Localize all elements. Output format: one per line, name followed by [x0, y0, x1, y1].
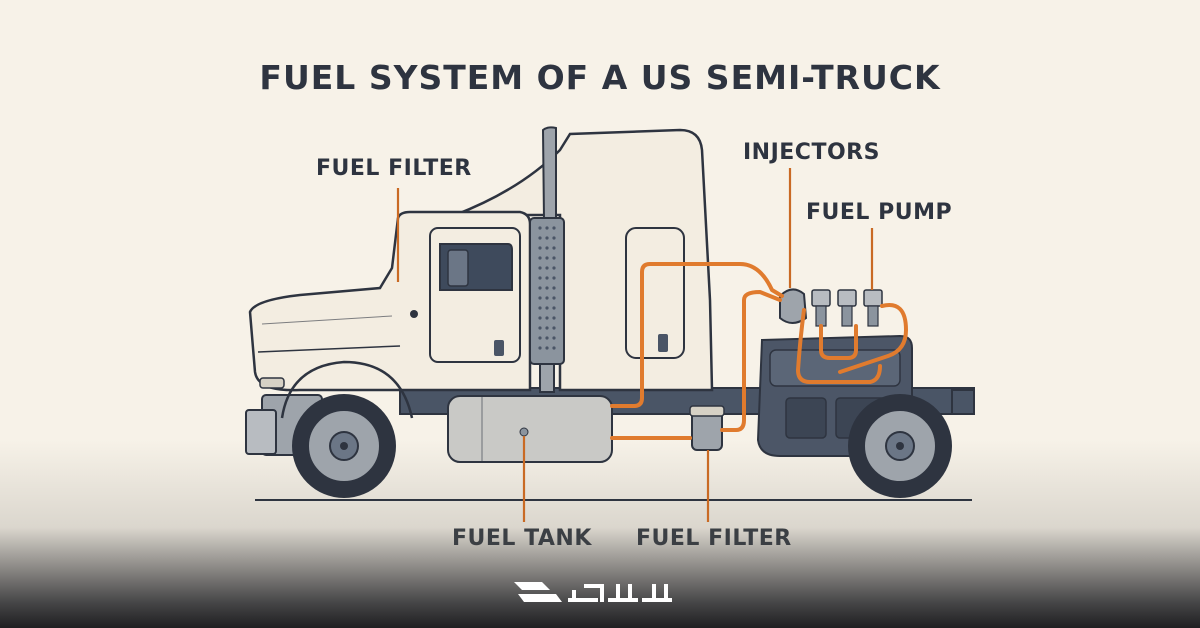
label-fuel-tank: FUEL TANK	[452, 526, 592, 551]
front-fender	[280, 360, 414, 419]
rear-bumper	[951, 389, 975, 415]
fuel-pump-unit	[779, 288, 808, 324]
leader-lines	[396, 168, 874, 522]
injector-3	[863, 289, 883, 327]
door-handle	[494, 340, 504, 356]
sleeper-handle	[658, 334, 668, 352]
brand-logo-mark	[514, 582, 672, 602]
injector-2	[837, 289, 857, 327]
label-fuel-pump: FUEL PUMP	[806, 200, 953, 225]
label-injectors: INJECTORS	[743, 140, 880, 165]
rear-wheel	[848, 394, 952, 498]
sleeper-fairing	[454, 128, 714, 392]
injector-1	[811, 289, 831, 327]
diagram-title: FUEL SYSTEM OF A US SEMI-TRUCK	[259, 58, 941, 97]
cab-body	[248, 210, 532, 392]
cab-door	[429, 227, 521, 363]
exhaust-perforations	[538, 226, 556, 350]
fuel-lines	[610, 262, 908, 440]
headlight	[259, 377, 285, 389]
label-fuel-filter-top: FUEL FILTER	[316, 156, 472, 181]
sleeper-door	[625, 227, 685, 359]
label-fuel-filter-bottom: FUEL FILTER	[636, 526, 792, 551]
tank-cap	[519, 427, 529, 437]
fuel-tank	[447, 395, 613, 463]
side-mirror	[447, 249, 469, 287]
front-wheel	[292, 394, 396, 498]
fuel-filter-canister	[689, 405, 725, 451]
